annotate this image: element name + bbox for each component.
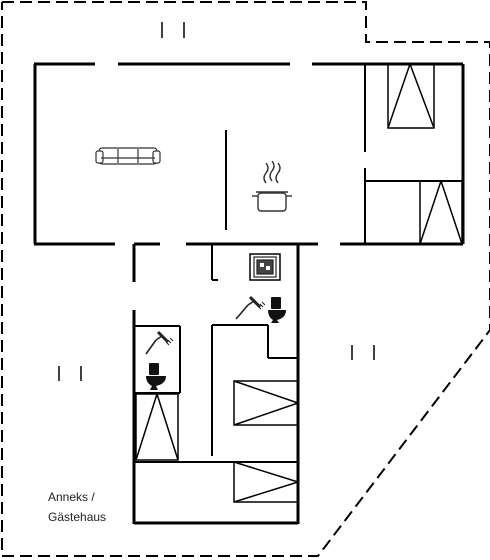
bed-icon	[419, 180, 463, 245]
shower-icon	[235, 295, 266, 320]
sofa-icon	[95, 147, 161, 165]
washing-machine-icon	[253, 256, 277, 278]
bed-icon	[233, 461, 299, 503]
toilet-icon	[146, 363, 166, 390]
building-label-line2: Gästehaus	[48, 510, 106, 524]
bed-icon	[135, 393, 179, 461]
toilet-icon	[268, 297, 286, 323]
bed-icon	[233, 380, 299, 426]
building-label-line1: Anneks /	[48, 490, 95, 504]
window-marks	[58, 22, 375, 381]
bed-icon	[387, 63, 435, 129]
shower-icon	[145, 330, 174, 355]
cooking-pot-icon	[252, 160, 292, 212]
main-walls	[33, 62, 465, 525]
